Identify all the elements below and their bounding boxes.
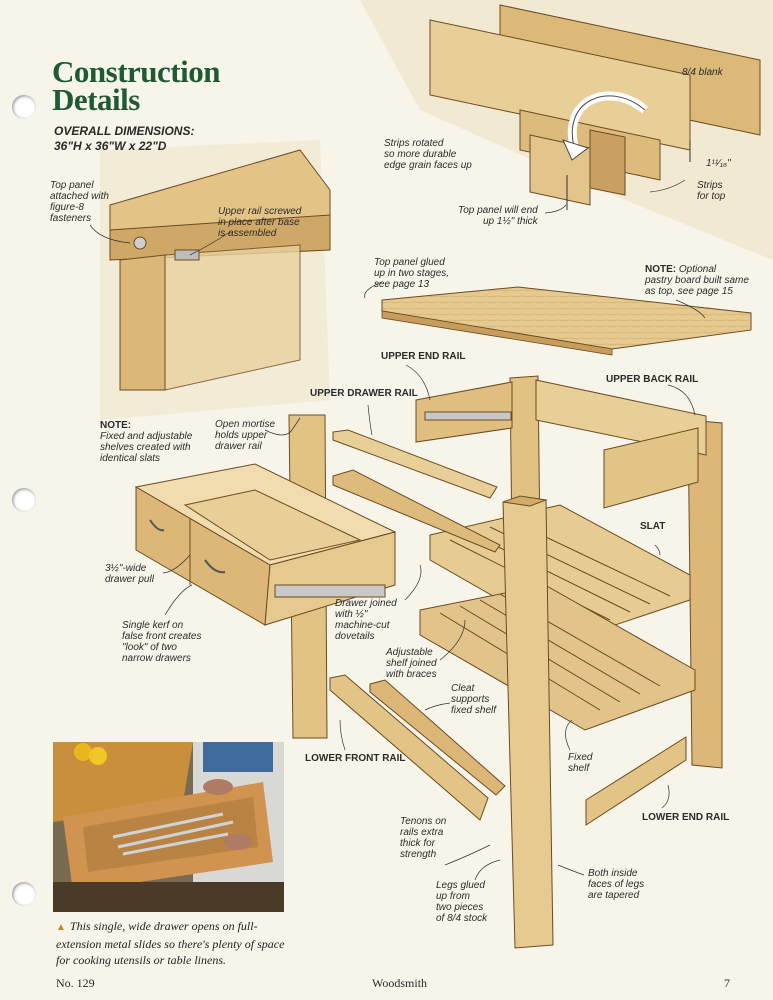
caption-triangle-icon: ▲ [56, 922, 66, 933]
label-single-kerf: Single kerf on false front creates "look… [122, 620, 202, 664]
table-top-corner-drawing [109, 149, 331, 391]
overall-dimensions: OVERALL DIMENSIONS: 36"H x 36"W x 22"D [54, 124, 194, 154]
caption-upper-drawer-rail: UPPER DRAWER RAIL [310, 388, 418, 399]
drawer-photo [53, 742, 284, 912]
footer-page-number: 7 [724, 976, 730, 990]
label-strips-for-top: Strips for top [697, 180, 726, 202]
caption-upper-end-rail: UPPER END RAIL [381, 351, 466, 362]
note-pastry-board: NOTE: Optional pastry board built same a… [645, 264, 749, 297]
label-both-inside: Both inside faces of legs are tapered [588, 868, 645, 901]
binder-hole-middle [12, 488, 36, 512]
caption-lower-end-rail: LOWER END RAIL [642, 812, 730, 823]
label-thickness: 1¹¹⁄₁₆" [706, 158, 731, 169]
label-drawer-pull: 3½"-wide drawer pull [105, 563, 154, 585]
dims-label: OVERALL DIMENSIONS: [54, 124, 195, 138]
label-top-panel-attached: Top panel attached with figure-8 fastene… [50, 180, 109, 224]
label-upper-rail-screwed: Upper rail screwed in place after base i… [218, 206, 302, 239]
dims-value: 36"H x 36"W x 22"D [54, 139, 167, 153]
footer-issue: No. 129 [56, 976, 95, 990]
strips-blank-drawing [429, 4, 761, 206]
label-blank: 8/4 blank [682, 67, 723, 78]
photo-caption: ▲This single, wide drawer opens on full-… [56, 919, 285, 967]
leader-lines [89, 179, 706, 881]
binder-hole-top [12, 95, 36, 119]
caption-slat: SLAT [640, 521, 666, 532]
label-open-mortise: Open mortise holds upper drawer rail [215, 419, 276, 452]
caption-upper-back-rail: UPPER BACK RAIL [606, 374, 699, 385]
label-adjustable-shelf: Adjustable shelf joined with braces [386, 647, 437, 680]
label-legs-glued: Legs glued up from two pieces of 8/4 sto… [436, 880, 488, 924]
label-fixed-shelf: Fixed shelf [568, 752, 593, 774]
label-top-panel-end-up: Top panel will end up 1½" thick [458, 205, 538, 227]
page-title: Construction Details [52, 54, 220, 117]
drawer-drawing [134, 463, 397, 626]
note-shelves: NOTE: Fixed and adjustable shelves creat… [100, 420, 193, 464]
label-top-panel-glued: Top panel glued up in two stages, see pa… [374, 257, 450, 290]
label-tenons: Tenons on rails extra thick for strength [400, 816, 447, 860]
footer-magazine: Woodsmith [372, 976, 428, 990]
label-cleat: Cleat supports fixed shelf [451, 683, 497, 716]
base-frame-drawing [288, 375, 723, 949]
binder-hole-bottom [12, 882, 36, 906]
label-drawer-joined: Drawer joined with ½" machine-cut doveta… [335, 598, 397, 642]
label-strips-rotated: Strips rotated so more durable edge grai… [384, 138, 472, 171]
caption-lower-front-rail: LOWER FRONT RAIL [305, 753, 406, 764]
